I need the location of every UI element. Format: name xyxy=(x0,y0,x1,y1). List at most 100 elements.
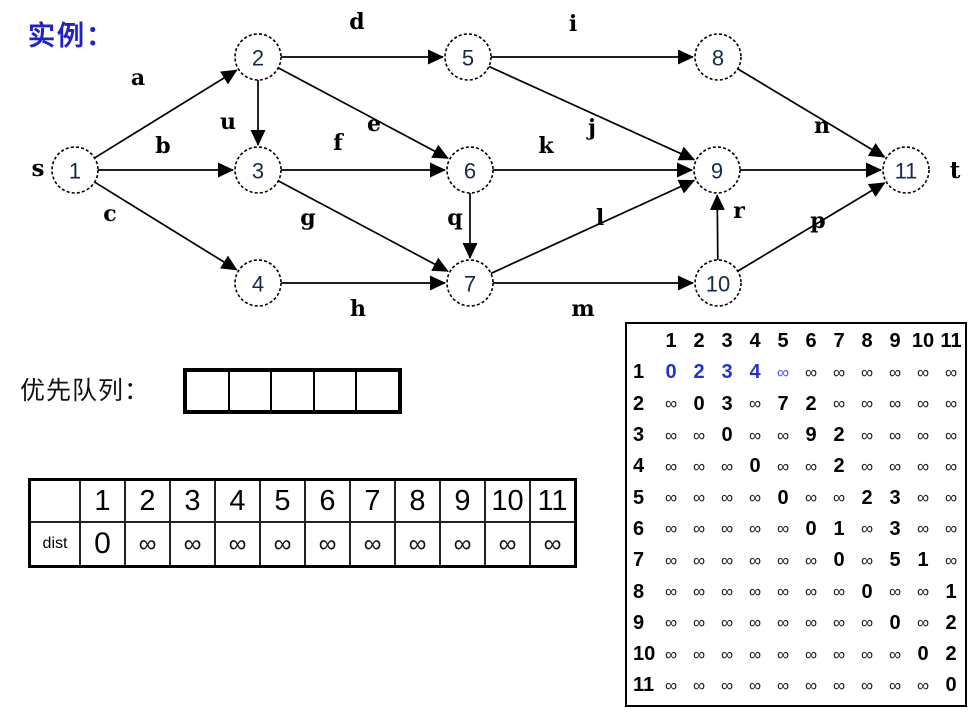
node-label-9: 9 xyxy=(711,159,723,184)
node-label-8: 8 xyxy=(712,46,724,71)
matrix-cell: ∞ xyxy=(692,550,706,570)
dist-corner-cell xyxy=(28,478,81,523)
priority-queue-cell xyxy=(272,372,315,410)
matrix-cell: ∞ xyxy=(776,456,790,476)
matrix-cell: ∞ xyxy=(860,394,874,414)
matrix-cell: ∞ xyxy=(776,675,790,695)
matrix-cell: ∞ xyxy=(860,550,874,570)
matrix-cell: ∞ xyxy=(832,644,846,664)
matrix-cell: ∞ xyxy=(776,425,790,445)
matrix-cell: 0 xyxy=(721,424,733,447)
matrix-cell: ∞ xyxy=(776,362,790,382)
edge-label-n: n xyxy=(814,113,830,139)
matrix-cell: ∞ xyxy=(664,394,678,414)
matrix-cell: 1 xyxy=(833,517,845,540)
matrix-cell: ∞ xyxy=(804,550,818,570)
matrix-cell: ∞ xyxy=(664,613,678,633)
node-label-6: 6 xyxy=(464,159,476,184)
node-label-7: 7 xyxy=(464,272,476,297)
matrix-cell: 2 xyxy=(861,486,873,509)
matrix-cell: 2 xyxy=(805,392,817,415)
edge-label-m: m xyxy=(571,296,594,322)
edge-a xyxy=(94,69,238,159)
priority-queue-cell xyxy=(357,372,398,410)
dist-col-header: 5 xyxy=(259,478,306,523)
matrix-cell: ∞ xyxy=(860,456,874,476)
dist-value-cell: ∞ xyxy=(439,521,486,568)
matrix-cell: ∞ xyxy=(720,550,734,570)
matrix-cell: ∞ xyxy=(888,425,902,445)
matrix-cell: 0 xyxy=(749,455,761,478)
matrix-cell: ∞ xyxy=(832,488,846,508)
matrix-cell: ∞ xyxy=(944,519,958,539)
matrix-cell: ∞ xyxy=(944,394,958,414)
edge-l xyxy=(490,179,696,275)
dist-value-cell: ∞ xyxy=(529,521,577,568)
matrix-cell: ∞ xyxy=(720,488,734,508)
matrix-cell: ∞ xyxy=(720,644,734,664)
dist-value-cell: ∞ xyxy=(259,521,306,568)
edge-n xyxy=(737,68,886,158)
matrix-col-header: 11 xyxy=(940,330,962,353)
matrix-cell: ∞ xyxy=(860,613,874,633)
matrix-cell: ∞ xyxy=(832,582,846,602)
matrix-cell: 5 xyxy=(889,549,901,572)
matrix-cell: ∞ xyxy=(916,394,930,414)
edge-label-f: f xyxy=(333,130,344,156)
matrix-col-header: 3 xyxy=(721,330,733,353)
graph-node-11 xyxy=(882,146,930,194)
node-label-2: 2 xyxy=(252,46,264,71)
matrix-cell: 2 xyxy=(945,611,957,634)
matrix-row-label: 9 xyxy=(633,611,645,634)
dist-col-header: 4 xyxy=(214,478,261,523)
matrix-cell: ∞ xyxy=(720,613,734,633)
matrix-cell: ∞ xyxy=(916,362,930,382)
matrix-cell: ∞ xyxy=(692,456,706,476)
matrix-cell: ∞ xyxy=(916,675,930,695)
matrix-cell: ∞ xyxy=(944,488,958,508)
graph-node-6 xyxy=(446,146,494,194)
matrix-cell: ∞ xyxy=(916,488,930,508)
edge-label-c: c xyxy=(103,201,116,227)
priority-queue-cell xyxy=(315,372,358,410)
matrix-cell: ∞ xyxy=(944,362,958,382)
matrix-cell: ∞ xyxy=(776,519,790,539)
graph-node-8 xyxy=(694,33,742,81)
matrix-cell: ∞ xyxy=(720,519,734,539)
matrix-cell: ∞ xyxy=(748,675,762,695)
matrix-row-8: 8∞∞∞∞∞∞∞0∞∞1 xyxy=(627,576,965,607)
matrix-cell: ∞ xyxy=(916,425,930,445)
matrix-cell: 1 xyxy=(945,580,957,603)
matrix-col-header: 1 xyxy=(665,330,677,353)
matrix-cell: 2 xyxy=(833,455,845,478)
edge-g xyxy=(277,180,449,272)
matrix-row-label: 11 xyxy=(633,674,655,697)
matrix-cell: 2 xyxy=(833,424,845,447)
edge-r xyxy=(709,193,725,261)
dist-row-label: dist xyxy=(28,521,81,568)
edge-label-g: g xyxy=(300,205,315,231)
matrix-cell: 2 xyxy=(693,361,705,384)
edge-c xyxy=(94,181,238,271)
matrix-cell: 3 xyxy=(889,486,901,509)
matrix-cell: ∞ xyxy=(720,582,734,602)
matrix-cell: ∞ xyxy=(888,394,902,414)
dist-col-header: 9 xyxy=(439,478,486,523)
graph-node-4 xyxy=(234,259,282,307)
matrix-cell: ∞ xyxy=(832,613,846,633)
edge-label-q: q xyxy=(447,205,462,231)
matrix-cell: ∞ xyxy=(720,675,734,695)
node-label-1: 1 xyxy=(69,159,81,184)
dist-value-cell: ∞ xyxy=(169,521,216,568)
dist-value-cell: 0 xyxy=(79,521,126,568)
graph-node-7 xyxy=(446,259,494,307)
matrix-cell: ∞ xyxy=(776,644,790,664)
matrix-cell: ∞ xyxy=(692,644,706,664)
graph-node-2 xyxy=(234,33,282,81)
